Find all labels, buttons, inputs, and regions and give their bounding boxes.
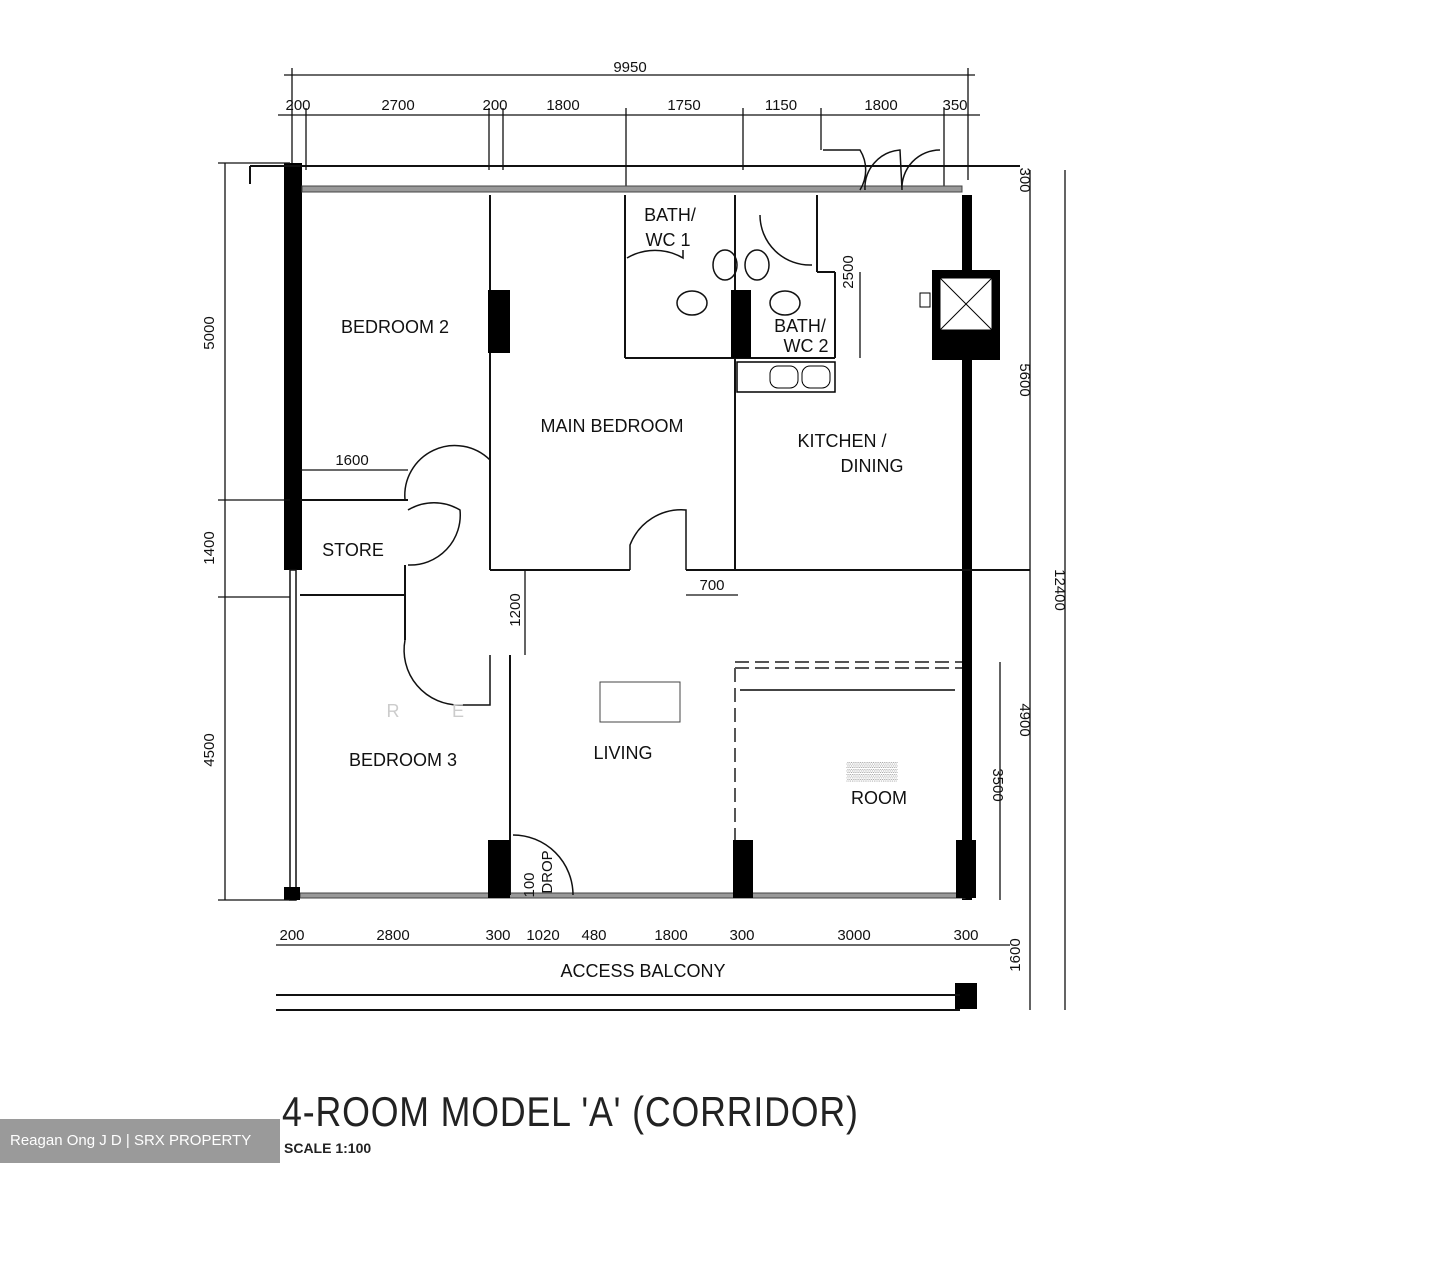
room-label-obscured: ▒▒▒▒ — [846, 761, 897, 782]
room-label-store: STORE — [322, 540, 384, 560]
bottom-dim: 3000 — [837, 927, 870, 944]
bottom-dim: 480 — [581, 927, 606, 944]
walls — [249, 163, 1030, 1011]
wc2-depth-dim: 2500 — [840, 255, 857, 288]
left-dimension-lines — [218, 162, 1066, 1010]
plan-scale: SCALE 1:100 — [284, 1140, 372, 1156]
right-dim: 12400 — [1051, 569, 1068, 611]
room-label-dining: DINING — [841, 456, 904, 476]
top-dim: 200 — [285, 97, 310, 114]
room-label-bath-1: WC 1 — [646, 230, 691, 250]
access-balcony-label: ACCESS BALCONY — [560, 961, 725, 981]
top-dim: 200 — [482, 97, 507, 114]
room-label-bath-1: BATH/ — [644, 205, 696, 225]
doors — [403, 149, 941, 896]
faint-watermark-letter: R — [387, 701, 400, 721]
passage-dim: 1200 — [507, 593, 524, 626]
room-label-room: ROOM — [851, 788, 907, 808]
room-label-bath-2: BATH/ — [774, 316, 826, 336]
top-dim: 1750 — [667, 97, 700, 114]
room-label-bedroom-2: BEDROOM 2 — [341, 317, 449, 337]
bottom-dim: 1020 — [526, 927, 559, 944]
faint-watermark-letter: E — [452, 701, 464, 721]
top-dim: 350 — [942, 97, 967, 114]
left-dim: 1400 — [201, 531, 218, 564]
left-dim: 5000 — [201, 316, 218, 349]
plan-title: 4-ROOM MODEL 'A' (CORRIDOR) — [282, 1088, 859, 1135]
room-label-kitchen: KITCHEN / — [797, 431, 886, 451]
bottom-dim: 300 — [729, 927, 754, 944]
room-inner-dim: 3500 — [989, 768, 1006, 801]
room-label-living: LIVING — [593, 743, 652, 763]
watermark: Reagan Ong J D | SRX PROPERTY — [0, 1119, 280, 1163]
right-dim: 5600 — [1016, 363, 1033, 396]
overall-width-dim: 9950 — [613, 59, 646, 76]
room-label-bedroom-3: BEDROOM 3 — [349, 750, 457, 770]
bottom-dim: 300 — [485, 927, 510, 944]
right-dim: 300 — [1016, 167, 1033, 192]
bottom-dim: 200 — [279, 927, 304, 944]
top-dim: 1150 — [765, 97, 797, 114]
right-dim: 1600 — [1007, 938, 1024, 971]
top-dimension-lines — [278, 68, 980, 190]
top-dim: 1800 — [864, 97, 897, 114]
store-width-dim: 1600 — [335, 452, 368, 469]
bottom-dim: 2800 — [376, 927, 409, 944]
top-dim: 2700 — [381, 97, 414, 114]
drop-value: 100 — [521, 872, 538, 897]
room-label-bath-2: WC 2 — [784, 336, 829, 356]
bottom-dim: 300 — [953, 927, 978, 944]
top-dim: 1800 — [546, 97, 579, 114]
door-dim: 700 — [699, 577, 724, 594]
room-outer-dim: 4900 — [1016, 703, 1033, 736]
bottom-dim: 1800 — [654, 927, 687, 944]
room-label-main-bedroom: MAIN BEDROOM — [540, 416, 683, 436]
drop-label: DROP — [539, 850, 556, 893]
left-dim: 4500 — [201, 733, 218, 766]
